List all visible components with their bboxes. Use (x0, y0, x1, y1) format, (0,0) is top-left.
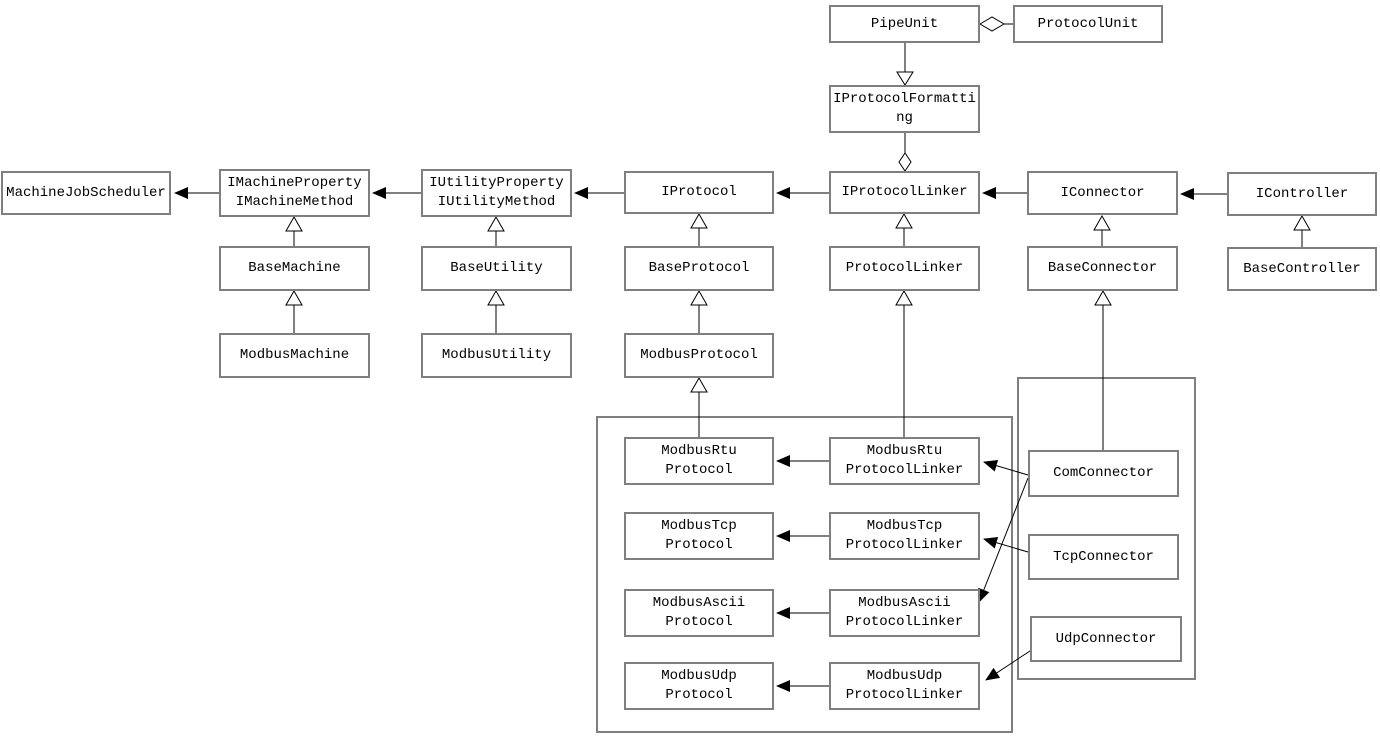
realization-pipeunit-to-iprotocolformatting (896, 43, 914, 86)
node-label: ProtocolLinker (845, 687, 964, 703)
node-label: IConnector (1060, 184, 1145, 201)
node-com-connector: ComConnector (1028, 450, 1179, 497)
node-modbus-udp-protocol: ModbusUdp Protocol (624, 662, 774, 710)
node-label: MachineJobScheduler (6, 184, 166, 201)
node-iprotocol-linker: IProtocolLinker (829, 171, 980, 214)
node-label: ModbusAscii (652, 595, 746, 611)
node-base-controller: BaseController (1227, 247, 1377, 291)
node-modbus-tcp-protocol-linker: ModbusTcp ProtocolLinker (829, 512, 980, 560)
node-label: Protocol (665, 537, 733, 553)
aggregation-iprotocollinker-into-iprotocolformatting (898, 133, 912, 172)
node-modbus-rtu-protocol: ModbusRtu Protocol (624, 437, 774, 485)
node-label: ModbusRtu (661, 443, 737, 459)
node-label: IProtocolFormatti (833, 91, 976, 107)
node-modbus-ascii-protocol-linker: ModbusAscii ProtocolLinker (829, 589, 980, 637)
node-label: ModbusMachine (239, 347, 350, 363)
node-label: IProtocolLinker (841, 184, 968, 200)
node-tcp-connector: TcpConnector (1028, 534, 1179, 580)
node-label: IMachineProperty (227, 175, 362, 191)
node-modbus-rtu-protocol-linker: ModbusRtu ProtocolLinker (829, 437, 980, 485)
node-label: IMachineMethod (235, 194, 354, 210)
node-udp-connector: UdpConnector (1030, 616, 1182, 662)
node-modbus-udp-protocol-linker: ModbusUdp ProtocolLinker (829, 662, 980, 710)
node-label: UdpConnector (1055, 630, 1157, 647)
node-label: ProtocolLinker (845, 537, 964, 553)
node-modbus-protocol: ModbusProtocol (624, 333, 774, 378)
node-label: ModbusUdp (661, 668, 737, 684)
node-label: ModbusProtocol (640, 347, 758, 363)
inheritance-modbusprotocol-to-baseprotocol (690, 289, 708, 333)
node-label: ProtocolLinker (845, 614, 964, 630)
node-label: BaseProtocol (648, 260, 750, 276)
inheritance-baseconnector-to-iconnector (1093, 214, 1111, 246)
inheritance-modbusutility-to-baseutility (487, 289, 505, 333)
node-label: Protocol (665, 462, 733, 478)
node-label: ComConnector (1053, 465, 1154, 481)
node-iutility-property-method: IUtilityProperty IUtilityMethod (421, 169, 572, 217)
node-base-connector: BaseConnector (1027, 246, 1178, 291)
node-base-utility: BaseUtility (421, 246, 572, 291)
node-label: IUtilityProperty (429, 175, 564, 191)
node-modbus-tcp-protocol: ModbusTcp Protocol (624, 512, 774, 560)
node-label: BaseController (1243, 260, 1361, 277)
node-label: ng (896, 110, 913, 126)
node-iconnector: IConnector (1027, 171, 1178, 215)
node-label: ProtocolUnit (1037, 15, 1139, 32)
node-machine-job-scheduler: MachineJobScheduler (1, 171, 171, 215)
node-label: BaseMachine (248, 260, 341, 276)
inheritance-modbusmachine-to-basemachine (285, 289, 303, 333)
node-iprotocol: IProtocol (624, 171, 774, 214)
node-label: ModbusTcp (866, 518, 943, 534)
node-protocol-linker: ProtocolLinker (829, 246, 980, 291)
inheritance-protocollinker-to-iprotocollinker (895, 212, 913, 246)
node-protocol-unit: ProtocolUnit (1013, 5, 1163, 43)
node-label: ModbusRtu (866, 443, 943, 459)
node-label: ProtocolLinker (845, 462, 964, 478)
inheritance-basecontroller-to-icontroller (1293, 214, 1311, 247)
node-label: IProtocol (661, 184, 737, 200)
node-label: ModbusTcp (661, 518, 737, 534)
node-base-protocol: BaseProtocol (624, 246, 774, 291)
node-label: Protocol (665, 614, 733, 630)
node-label: TcpConnector (1053, 548, 1154, 565)
node-label: IController (1255, 185, 1349, 202)
node-label: ModbusUdp (866, 668, 943, 684)
inheritance-basemachine-to-imachine (285, 215, 303, 246)
node-label: BaseUtility (450, 260, 543, 276)
node-label: ModbusUtility (441, 347, 552, 363)
node-pipe-unit: PipeUnit (829, 5, 980, 43)
node-icontroller: IController (1227, 172, 1377, 216)
node-modbus-utility: ModbusUtility (421, 333, 572, 378)
node-label: BaseConnector (1047, 260, 1158, 276)
node-imachine-property-method: IMachineProperty IMachineMethod (219, 169, 370, 217)
node-modbus-ascii-protocol: ModbusAscii Protocol (624, 589, 774, 637)
aggregation-protocolunit-into-pipeunit (979, 16, 1013, 32)
node-label: ProtocolLinker (845, 260, 964, 276)
inheritance-baseutility-to-iutility (487, 215, 505, 246)
inheritance-baseprotocol-to-iprotocol (690, 212, 708, 246)
node-label: Protocol (665, 687, 733, 703)
node-modbus-machine: ModbusMachine (219, 333, 370, 378)
node-label: PipeUnit (870, 15, 939, 32)
node-iprotocol-formatting: IProtocolFormatti ng (829, 85, 980, 133)
node-label: ModbusAscii (858, 595, 951, 611)
node-base-machine: BaseMachine (219, 246, 370, 291)
node-label: IUtilityMethod (437, 194, 556, 210)
